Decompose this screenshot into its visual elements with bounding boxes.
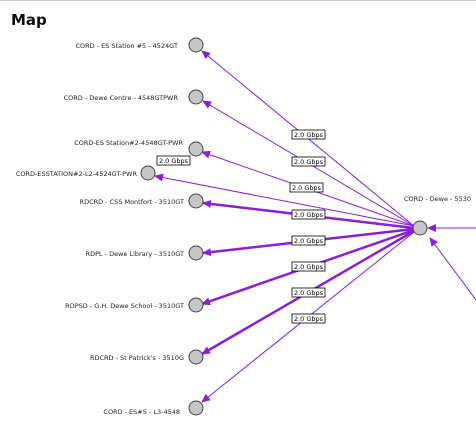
node-6[interactable]: RDPSD - G.H. Dewe School - 3510GT (65, 297, 204, 313)
link-label-2: 2.0 Gbps (156, 155, 191, 166)
node-3[interactable]: CORD-ESSTATION#2-L2-4524GT-PWR (16, 165, 156, 181)
svg-text:2.0 Gbps: 2.0 Gbps (294, 289, 324, 297)
svg-text:RDCRD - St Patrick's - 3510G: RDCRD - St Patrick's - 3510G (90, 354, 184, 362)
svg-text:2.0 Gbps: 2.0 Gbps (294, 158, 324, 166)
link-label-3: 2.0 Gbps (289, 182, 324, 193)
svg-text:CORD-ESSTATION#2-L2-4524GT-PWR: CORD-ESSTATION#2-L2-4524GT-PWR (16, 170, 138, 178)
svg-text:CORD - Dewe - 5530: CORD - Dewe - 5530 (404, 195, 471, 203)
svg-text:CORD - ES Station #5 - 4524GT: CORD - ES Station #5 - 4524GT (75, 42, 178, 50)
node-2[interactable]: CORD-ES Station#2-4548GT-PWR (74, 139, 204, 157)
link-label-1: 2.0 Gbps (291, 156, 326, 167)
hub-node[interactable]: CORD - Dewe - 5530 (404, 195, 471, 236)
node-5[interactable]: RDPL - Dewe Library - 3510GT (86, 245, 204, 261)
link-label-6: 2.0 Gbps (291, 261, 326, 272)
svg-text:CORD - ES#5 - L3-4548: CORD - ES#5 - L3-4548 (103, 408, 180, 416)
node-8[interactable]: CORD - ES#5 - L3-4548 (103, 400, 204, 416)
link-label-4: 2.0 Gbps (291, 209, 326, 220)
link-label-8: 2.0 Gbps (291, 313, 326, 324)
node-1[interactable]: CORD - Dewe Centre - 4548GTPWR (64, 89, 204, 105)
svg-text:CORD-ES Station#2-4548GT-PWR: CORD-ES Station#2-4548GT-PWR (74, 139, 183, 147)
svg-text:RDCRD - CSS Montfort - 3510GT: RDCRD - CSS Montfort - 3510GT (80, 198, 184, 206)
svg-text:2.0 Gbps: 2.0 Gbps (294, 211, 324, 219)
link-3[interactable] (154, 173, 415, 227)
node-7[interactable]: RDCRD - St Patrick's - 3510G (90, 349, 204, 365)
link-external-bottom[interactable] (429, 237, 476, 301)
node-4[interactable]: RDCRD - CSS Montfort - 3510GT (80, 193, 204, 209)
top-border (0, 0, 476, 1)
svg-text:RDPSD - G.H. Dewe School - 351: RDPSD - G.H. Dewe School - 3510GT (65, 302, 184, 310)
svg-text:2.0 Gbps: 2.0 Gbps (294, 131, 324, 139)
page-title: Map (11, 11, 47, 29)
svg-text:2.0 Gbps: 2.0 Gbps (159, 157, 189, 165)
svg-text:RDPL - Dewe Library - 3510GT: RDPL - Dewe Library - 3510GT (86, 250, 184, 258)
link-label-7: 2.0 Gbps (291, 287, 326, 298)
svg-text:2.0 Gbps: 2.0 Gbps (292, 184, 322, 192)
svg-text:CORD - Dewe Centre - 4548GTPWR: CORD - Dewe Centre - 4548GTPWR (64, 94, 179, 102)
link-label-0: 2.0 Gbps (291, 129, 326, 140)
node-0[interactable]: CORD - ES Station #5 - 4524GT (75, 37, 204, 53)
svg-text:2.0 Gbps: 2.0 Gbps (294, 315, 324, 323)
svg-text:2.0 Gbps: 2.0 Gbps (294, 263, 324, 271)
link-label-5: 2.0 Gbps (291, 235, 326, 246)
svg-text:2.0 Gbps: 2.0 Gbps (294, 237, 324, 245)
